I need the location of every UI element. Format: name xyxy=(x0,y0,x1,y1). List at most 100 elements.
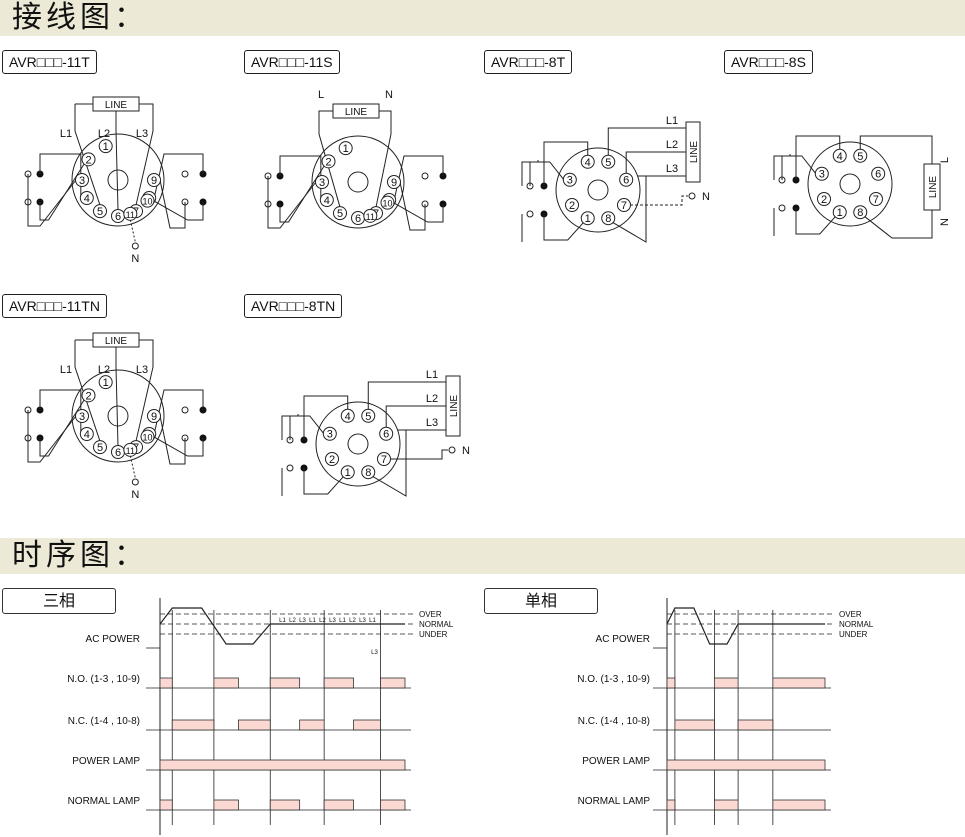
terminal-label-10: 10 xyxy=(142,197,152,207)
terminal-5 xyxy=(333,206,347,221)
wire-neutral xyxy=(629,195,688,206)
terminal-label-5: 5 xyxy=(97,206,103,218)
wire-10 xyxy=(153,200,204,221)
signal-label-0: AC POWER xyxy=(596,634,650,645)
terminal-label-1: 1 xyxy=(345,467,351,479)
terminal-label-6: 6 xyxy=(115,447,121,459)
terminal-3 xyxy=(75,409,89,423)
terminal-label-3: 3 xyxy=(327,429,333,441)
terminal-label-11: 11 xyxy=(126,210,135,220)
phase-label-l3: L3 xyxy=(136,364,148,376)
terminal-label-3: 3 xyxy=(79,411,85,423)
phase-label-l3: L3 xyxy=(666,163,678,175)
model-label-11tn: AVR□□□-11TN xyxy=(2,294,107,318)
wire-l2 xyxy=(625,151,686,174)
signal-label-4: NORMAL LAMP xyxy=(578,796,651,807)
pulse-no_high-2 xyxy=(772,677,826,689)
neutral-terminal xyxy=(131,242,139,250)
terminal-6 xyxy=(619,172,634,187)
terminal-4 xyxy=(79,191,94,205)
single-line-text: LINE xyxy=(928,176,939,199)
wire-l2 xyxy=(115,347,119,447)
wire-live xyxy=(859,135,933,164)
terminal-5 xyxy=(93,440,107,455)
terminal-label-5: 5 xyxy=(337,208,343,220)
relay-1-open-contact xyxy=(286,464,294,472)
terminal-label-9: 9 xyxy=(391,177,397,189)
phase-line-text: LINE xyxy=(689,141,700,164)
neutral-terminal xyxy=(448,446,456,454)
terminal-label-2: 2 xyxy=(85,390,91,402)
terminal-label-7: 7 xyxy=(381,454,387,466)
terminal-label-1: 1 xyxy=(585,213,591,225)
signal-label-0: AC POWER xyxy=(86,634,140,645)
ac-power-curve xyxy=(666,607,825,645)
neutral-label: N xyxy=(939,218,951,226)
wire-l2 xyxy=(385,405,446,428)
wire-9 xyxy=(159,179,186,229)
signal-label-1: N.O. (1-3 , 10-9) xyxy=(67,674,140,685)
terminal-label-5: 5 xyxy=(605,157,611,169)
terminal-5 xyxy=(93,204,107,219)
terminal-7 xyxy=(868,192,883,206)
phase-mark-5: L3 xyxy=(329,618,336,624)
phase-label-l2: L2 xyxy=(98,128,110,140)
terminal-8 xyxy=(601,211,616,226)
terminal-5 xyxy=(361,408,376,423)
model-label-11t: AVR□□□-11T xyxy=(2,50,97,74)
wire-1 xyxy=(543,214,585,241)
terminal-4 xyxy=(580,154,595,169)
wire-4 xyxy=(303,395,349,440)
phase-label-l1: L1 xyxy=(426,369,438,381)
single-line-text: LINE xyxy=(345,107,368,118)
terminal-label-1: 1 xyxy=(837,207,843,219)
terminal-label-5: 5 xyxy=(365,411,371,423)
terminal-1 xyxy=(832,205,847,220)
wire-3 xyxy=(27,179,77,227)
wire-1 xyxy=(303,468,345,495)
terminal-label-6: 6 xyxy=(115,211,121,223)
neutral-terminal xyxy=(688,192,696,200)
relay-1-open-contact xyxy=(778,204,786,212)
terminal-1 xyxy=(340,465,355,480)
pulse-normal_high-1 xyxy=(713,799,739,811)
live-label: L xyxy=(939,157,951,163)
signal-label-2: N.C. (1-4 , 10-8) xyxy=(68,716,140,727)
terminal-4 xyxy=(319,193,334,207)
terminal-10 xyxy=(380,195,395,210)
terminal-10 xyxy=(140,193,155,208)
phase-mark-end: L3 xyxy=(371,650,378,656)
level-label-over: OVER xyxy=(419,610,442,619)
pulse-power_high-0 xyxy=(159,759,406,771)
terminal-3 xyxy=(315,175,329,189)
phase-mark-3: L1 xyxy=(309,618,316,624)
wiring-diagram-11t: LINEL1L2L3N1234567891011 xyxy=(24,96,207,265)
three-phase-tab: 三相 xyxy=(2,588,116,614)
terminal-7 xyxy=(616,198,631,212)
terminal-1 xyxy=(338,141,353,156)
level-label-normal: NORMAL xyxy=(419,620,454,629)
wire-neutral xyxy=(863,210,933,239)
terminal-11 xyxy=(363,208,378,223)
socket-key xyxy=(107,405,129,427)
terminal-label-6: 6 xyxy=(623,175,629,187)
wire-neutral xyxy=(375,110,392,208)
terminal-9 xyxy=(387,175,401,189)
neutral-label: N xyxy=(131,489,139,501)
terminal-label-3: 3 xyxy=(319,177,325,189)
wire-l3 xyxy=(135,103,154,206)
signal-label-2: N.C. (1-4 , 10-8) xyxy=(578,716,650,727)
socket-key xyxy=(347,171,369,193)
signal-label-1: N.O. (1-3 , 10-9) xyxy=(577,674,650,685)
wire-1 xyxy=(795,208,837,235)
terminal-label-9: 9 xyxy=(151,175,157,187)
live-label: L xyxy=(318,89,324,101)
pulse-nc_high-3 xyxy=(353,719,381,731)
terminal-label-8: 8 xyxy=(365,467,371,479)
wire-l1 xyxy=(367,381,446,410)
terminal-11 xyxy=(123,206,138,221)
terminal-label-2: 2 xyxy=(821,194,827,206)
model-label-8s: AVR□□□-8S xyxy=(724,50,813,74)
terminal-label-5: 5 xyxy=(97,442,103,454)
